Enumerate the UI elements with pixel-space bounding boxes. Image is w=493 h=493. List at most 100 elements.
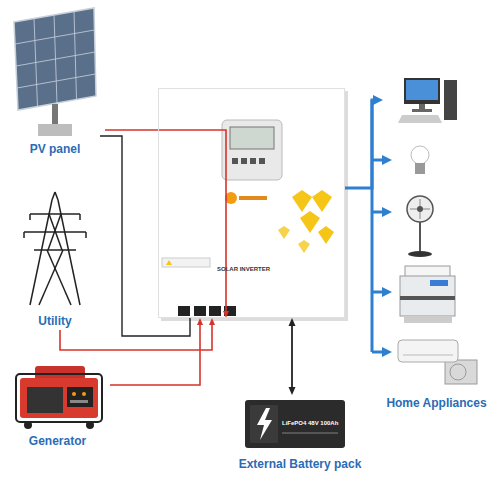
- arrowhead: [197, 318, 203, 325]
- bulb-glass: [411, 146, 429, 164]
- generator-node: Generator: [5, 358, 110, 450]
- fan-pole: [419, 222, 421, 252]
- lightning-symbol: [257, 408, 272, 440]
- stand: [419, 104, 425, 109]
- arrowhead: [223, 311, 229, 318]
- tower-arm: [34, 249, 76, 251]
- utility-node: Utility: [5, 195, 105, 330]
- decor-diamond: [292, 190, 312, 212]
- decor-diamond: [318, 226, 334, 244]
- stand-base: [412, 109, 432, 112]
- frame: [16, 374, 102, 422]
- pc-tower: [444, 80, 457, 120]
- warning-sticker: [162, 258, 210, 267]
- tower-top: [52, 192, 55, 200]
- socket: [72, 392, 76, 396]
- printer-body: [400, 276, 455, 316]
- pv-panel-node: PV panel: [5, 5, 105, 158]
- button: [232, 158, 238, 164]
- terminal: [194, 306, 206, 316]
- computer-icon: [398, 78, 457, 123]
- generator-body: [20, 378, 98, 418]
- display-panel: [222, 120, 282, 180]
- wire-connector: [60, 318, 215, 350]
- switch: [70, 400, 88, 403]
- button: [241, 158, 247, 164]
- battery-body: [245, 400, 345, 448]
- insulator: [23, 232, 25, 238]
- lcd-screen: [230, 127, 274, 149]
- bulb-base: [415, 163, 425, 174]
- wire-connector: [110, 318, 203, 385]
- node-label: Generator: [29, 434, 86, 448]
- indoor-unit: [398, 340, 458, 362]
- panel-base: [38, 124, 72, 136]
- outdoor-unit: [445, 360, 477, 384]
- arrowhead: [209, 318, 215, 325]
- decor-diamond: [278, 226, 290, 239]
- node-label: PV panel: [30, 142, 81, 156]
- monitor: [404, 78, 440, 104]
- warning-triangle: [166, 260, 172, 265]
- fanout-arrowhead: [382, 155, 392, 165]
- printer-stripe: [400, 296, 455, 300]
- control-panel: [67, 387, 93, 407]
- inverter-label: SOLAR INVERTER: [217, 266, 270, 273]
- battery-stripe: [282, 432, 338, 434]
- brand-mark: [239, 196, 267, 200]
- battery-icon: [245, 400, 345, 448]
- air-vent: [403, 355, 453, 356]
- tower-lattice: [39, 250, 63, 305]
- terminal: [209, 306, 221, 316]
- inverter-illustration: [158, 88, 348, 321]
- keyboard: [398, 115, 442, 123]
- wheel: [24, 421, 32, 429]
- utility-tower-icon: [24, 192, 86, 305]
- button: [259, 158, 265, 164]
- fan-icon: [407, 196, 433, 257]
- printer-tray: [404, 316, 452, 323]
- wire-line: [345, 100, 375, 188]
- tower-arm: [30, 213, 80, 215]
- wire-line: [291, 324, 293, 388]
- grid-line: [17, 74, 96, 88]
- pv-panel-icon: [14, 8, 96, 136]
- inverter-box: SOLAR INVERTER: [158, 88, 345, 318]
- printer-panel: [430, 280, 448, 286]
- fanout-arrowhead: [382, 347, 392, 357]
- tower-lattice: [48, 214, 61, 250]
- arrowhead: [373, 95, 383, 105]
- fan-base: [408, 251, 432, 257]
- decor-diamond: [312, 190, 332, 212]
- air-conditioner-icon: [398, 340, 477, 384]
- engine: [27, 387, 63, 413]
- negative-wire: [100, 136, 190, 336]
- fan-hub: [417, 206, 423, 212]
- grid-line: [16, 52, 95, 66]
- panel-face: [14, 8, 96, 110]
- insulator: [29, 214, 31, 220]
- outdoor-fan: [450, 364, 466, 380]
- wire-line: [60, 324, 212, 350]
- node-label: Utility: [38, 314, 71, 328]
- insulator: [79, 214, 81, 220]
- screen: [406, 80, 438, 100]
- tower-lattice: [49, 214, 62, 250]
- appliances-node: Home Appliances: [383, 62, 490, 412]
- inverter-body: [158, 88, 345, 318]
- decor-diamond: [300, 211, 320, 233]
- wire-line: [110, 324, 200, 385]
- fanout-arrowhead: [382, 207, 392, 217]
- grid-line: [15, 30, 95, 44]
- tower-top: [55, 192, 58, 200]
- arrowhead: [289, 387, 296, 395]
- battery-panel: [250, 405, 278, 443]
- panel-pole: [52, 104, 58, 126]
- socket: [82, 392, 86, 396]
- bulb-icon: [411, 146, 429, 174]
- node-label: External Battery pack: [239, 457, 362, 471]
- appliance-fanout: [372, 100, 392, 357]
